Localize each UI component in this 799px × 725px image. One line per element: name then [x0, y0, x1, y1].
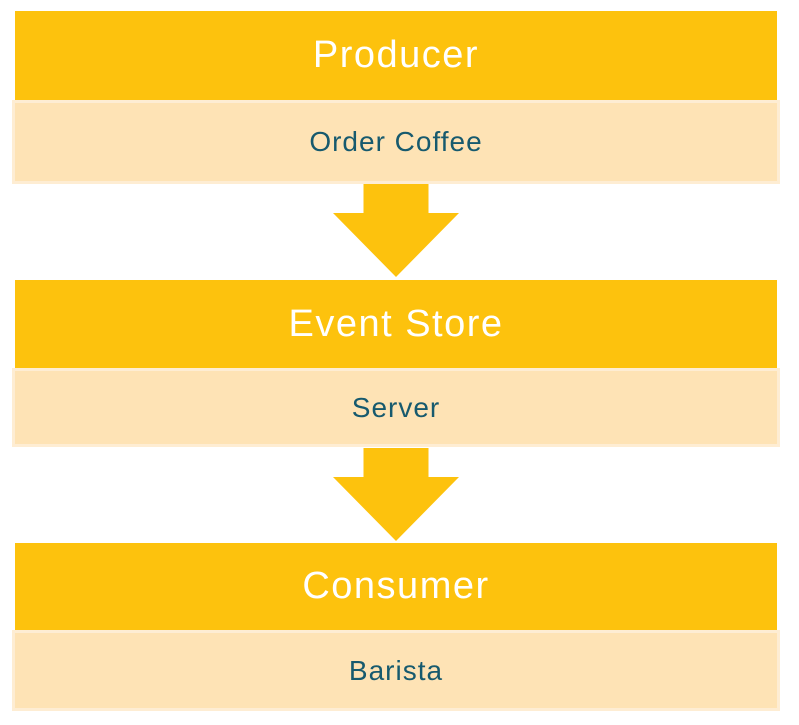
node-consumer-subtitle: Barista [348, 654, 444, 686]
node-producer-subtitle: Order Coffee [309, 126, 483, 157]
down-arrow-icon [333, 184, 459, 277]
node-producer-body: Order Coffee [12, 100, 780, 184]
node-event-store-title: Event Store [288, 302, 504, 345]
node-consumer-title: Consumer [302, 565, 490, 607]
node-event-store-header: Event Store [15, 280, 777, 368]
down-arrow-icon [333, 448, 459, 541]
node-producer-header: Producer [15, 11, 777, 100]
node-event-store-subtitle: Server [351, 391, 441, 423]
node-producer-title: Producer [312, 34, 480, 76]
node-event-store-body: Server [12, 368, 780, 447]
node-consumer-header: Consumer [15, 543, 777, 630]
node-consumer-body: Barista [12, 630, 780, 711]
